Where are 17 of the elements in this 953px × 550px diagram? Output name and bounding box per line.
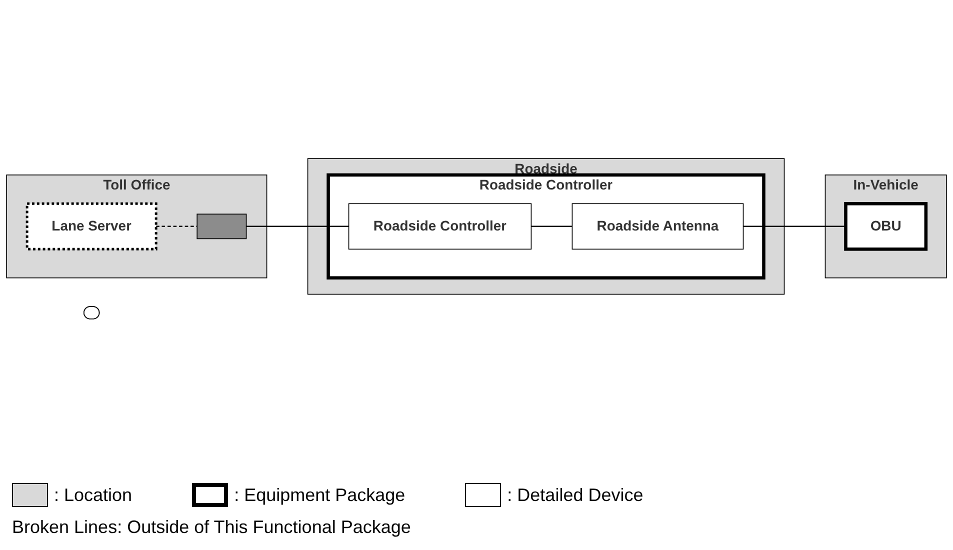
node-box: [844, 202, 928, 251]
node-box: [196, 213, 247, 239]
node-box: [572, 203, 744, 250]
cluster: [307, 158, 785, 294]
connector: [246, 226, 349, 227]
legend-text: : Equipment Package: [234, 484, 406, 506]
cluster: [824, 174, 947, 278]
legend-text: : Location: [54, 484, 132, 506]
legend-text: : Detailed Device: [507, 484, 644, 506]
note-text: Broken Lines: Outside of This Functional Package: [12, 517, 412, 538]
connector: [743, 226, 846, 227]
cluster: [326, 173, 766, 280]
connector: [531, 226, 572, 227]
cluster: [6, 174, 268, 278]
diagram-drawing: In-Vehicle Roadside Toll Office Roadside Controller Lane Server Roadside Controller Roadside Antenna OBU: [0, 152, 953, 326]
node-box: [348, 203, 532, 250]
node-box: [26, 202, 158, 250]
